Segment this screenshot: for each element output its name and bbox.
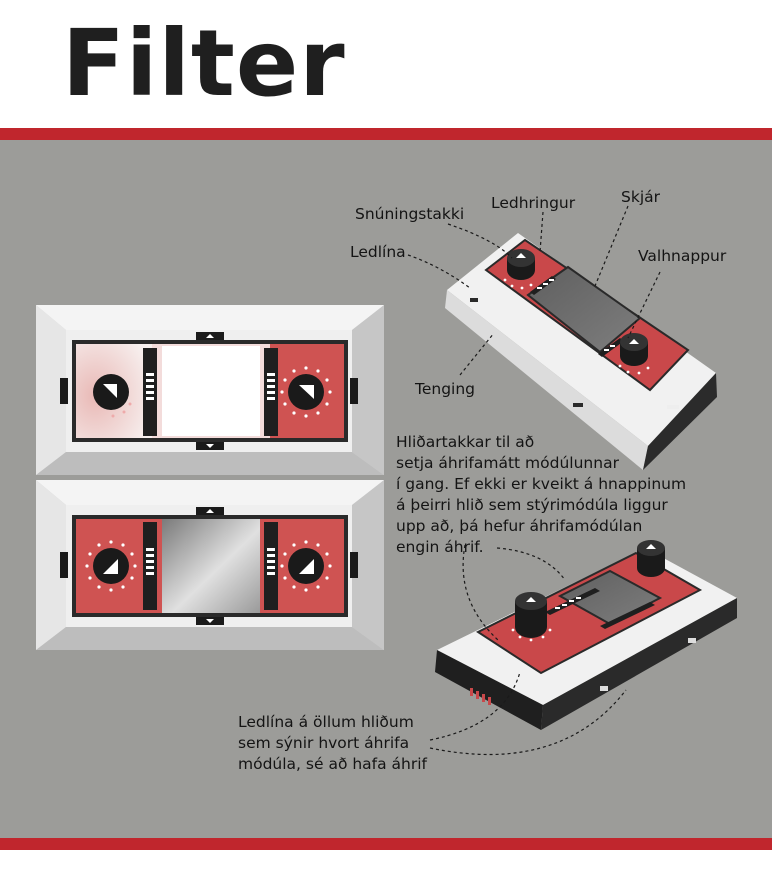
side-buttons-note-line: setja áhrifamátt módúlunnar (396, 454, 619, 472)
callout-lines (407, 205, 661, 756)
side-buttons-note-line: upp að, þá hefur áhrifamódúlan (396, 517, 643, 535)
label-connector: Tenging (415, 380, 476, 398)
module-top-right-isometric (445, 233, 717, 470)
label-rotary-knob: Snúningstakki (355, 205, 465, 223)
module-top-left (36, 305, 384, 475)
led-line-note-line: módúla, sé að hafa áhrif (238, 755, 428, 773)
bottom-red-band (0, 838, 772, 850)
side-buttons-note-line: engin áhrif. (396, 538, 484, 556)
label-select-button: Valhnappur (638, 247, 727, 265)
side-buttons-note: Hliðartakkar til að setja áhrifamátt mód… (396, 432, 686, 558)
side-buttons-note-line: Hliðartakkar til að (396, 433, 535, 451)
side-buttons-note-line: á þeirri hlið sem stýrimódúla liggur (396, 496, 668, 514)
led-line-note-line: sem sýnir hvort áhrifa (238, 734, 410, 752)
led-line-note-line: Ledlína á öllum hliðum (238, 713, 414, 731)
top-red-band (0, 128, 772, 140)
side-buttons-note-line: í gang. Ef ekki er kveikt á hnappinum (396, 475, 687, 493)
module-bottom-left (36, 480, 384, 650)
label-screen: Skjár (621, 188, 660, 206)
module-bottom-right-isometric (435, 540, 737, 730)
label-led-line: Ledlína (350, 243, 406, 261)
led-line-note: Ledlína á öllum hliðum sem sýnir hvort á… (238, 712, 427, 775)
page-title: Filter (62, 10, 346, 117)
label-led-ring: Ledhringur (491, 194, 576, 212)
